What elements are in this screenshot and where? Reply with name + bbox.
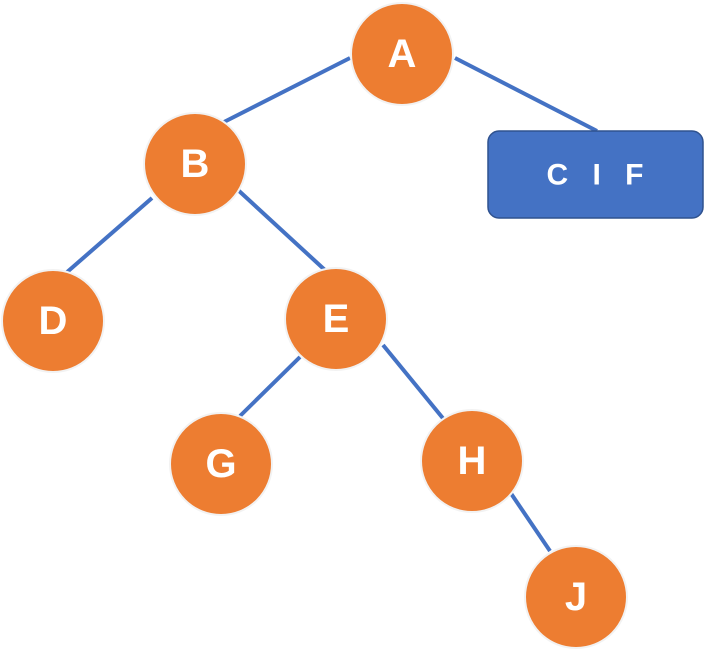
edge-h-j	[508, 490, 552, 553]
edge-e-h	[381, 343, 448, 424]
node-b-circle	[143, 112, 247, 216]
node-g: G	[169, 412, 273, 516]
node-e: E	[284, 267, 388, 371]
node-j-circle	[524, 545, 628, 649]
node-cif: C I F	[487, 130, 704, 219]
node-a: A	[350, 2, 454, 106]
node-b: B	[143, 112, 247, 216]
node-h: H	[420, 409, 524, 513]
edges	[64, 56, 598, 553]
node-h-circle	[420, 409, 524, 513]
node-j-label: J	[565, 575, 587, 619]
node-g-label: G	[205, 442, 236, 486]
node-d: D	[1, 269, 105, 373]
node-e-circle	[284, 267, 388, 371]
node-d-label: D	[39, 299, 68, 343]
node-d-circle	[1, 269, 105, 373]
node-g-circle	[169, 412, 273, 516]
edge-b-e	[236, 188, 328, 273]
node-b-label: B	[181, 142, 210, 186]
node-cif-box	[487, 130, 704, 219]
node-e-label: E	[323, 297, 350, 341]
node-a-label: A	[388, 32, 417, 76]
node-j: J	[524, 545, 628, 649]
node-h-label: H	[458, 439, 487, 483]
edge-e-g	[238, 355, 302, 418]
node-a-circle	[350, 2, 454, 106]
edge-a-cif	[454, 56, 598, 133]
edge-a-b	[223, 56, 351, 124]
node-cif-label: C I F	[547, 159, 652, 192]
edge-b-d	[64, 196, 154, 275]
